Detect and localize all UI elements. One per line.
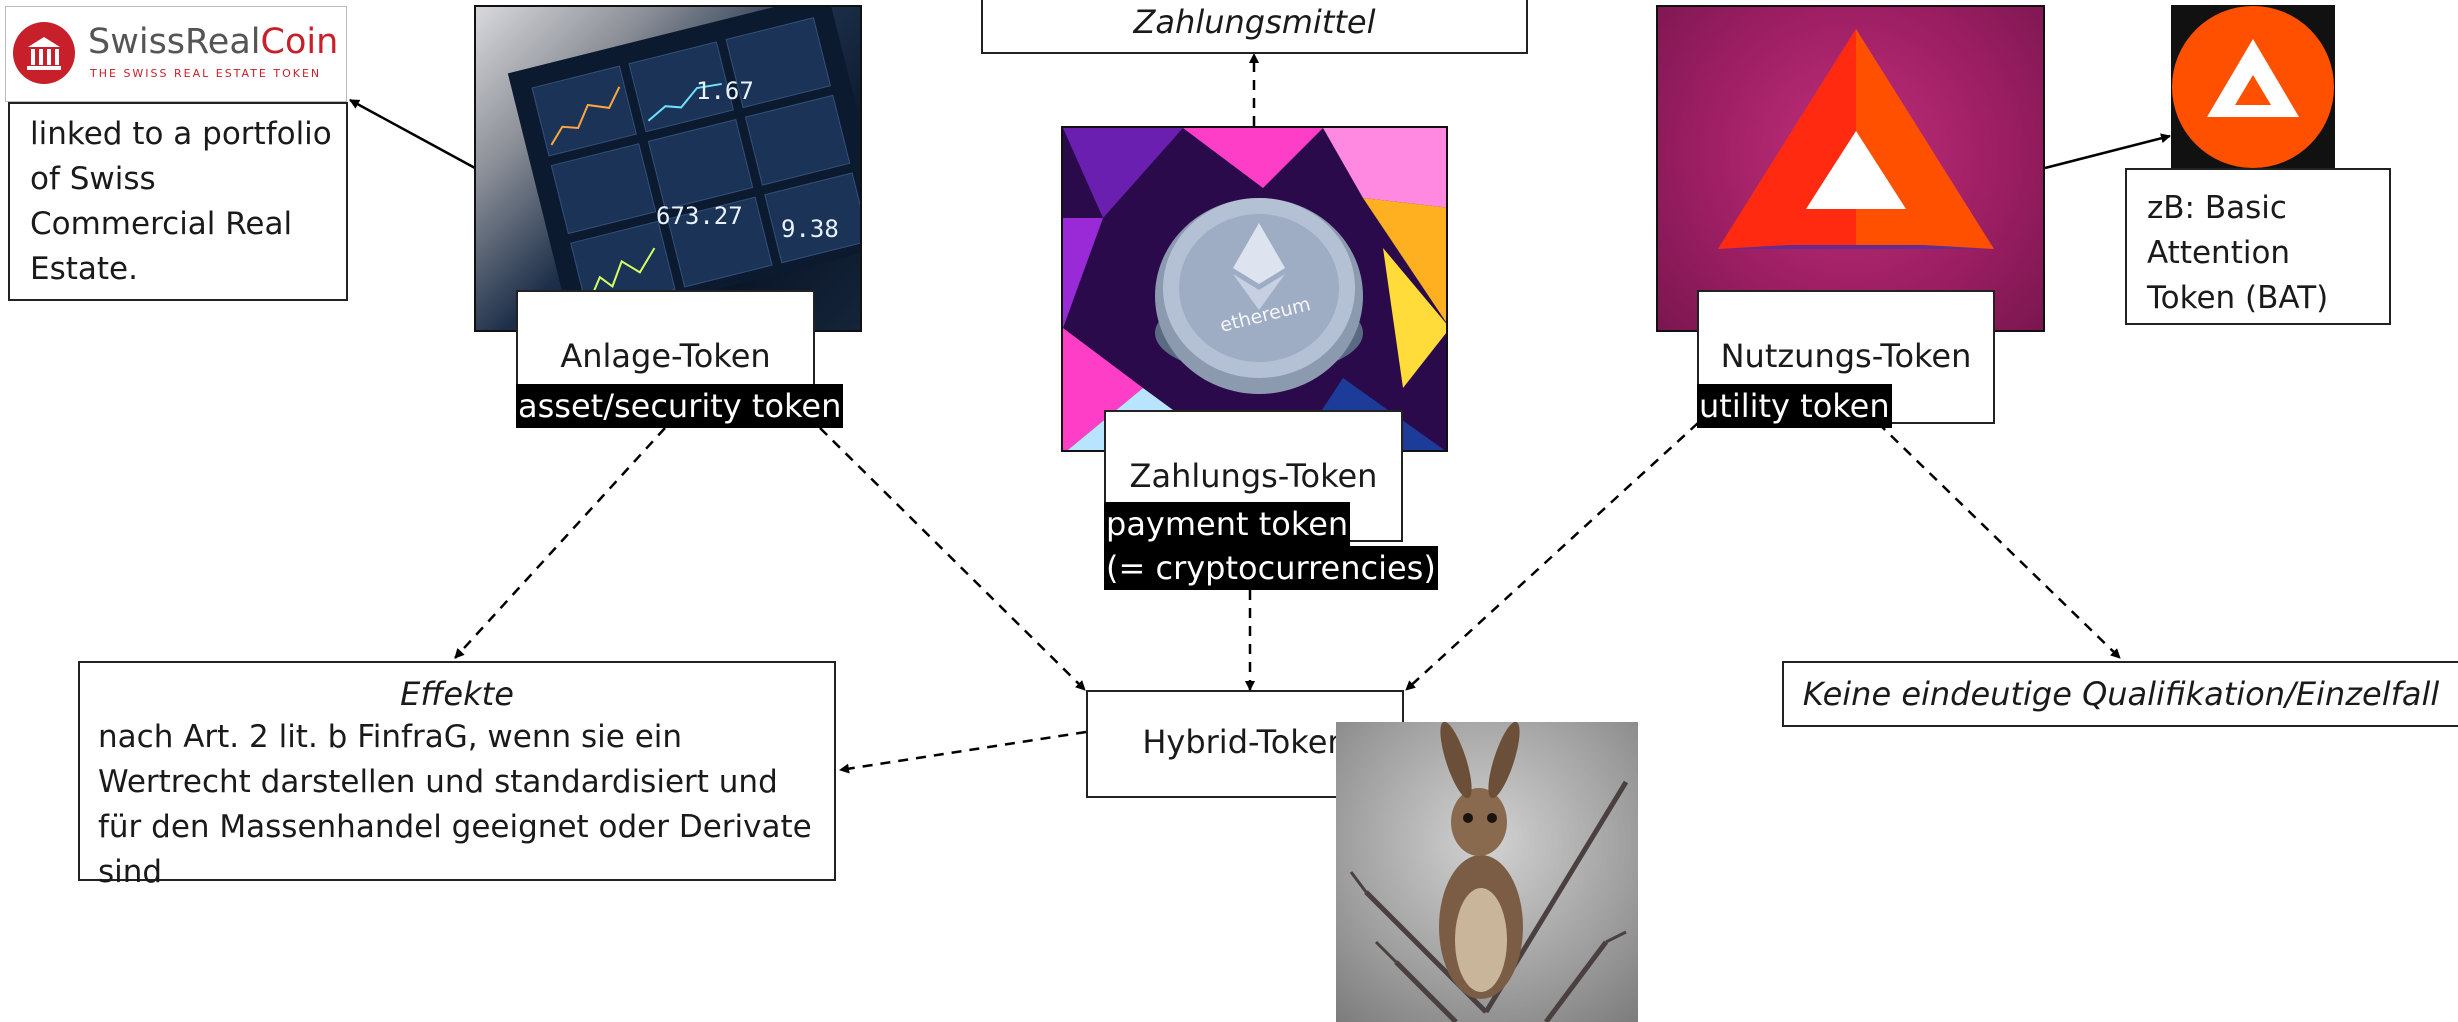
swiss-note-text: linked to a portfolio of Swiss Commercia… — [30, 116, 332, 287]
bat-note-text: zB: Basic Attention Token (BAT) — [2147, 190, 2329, 316]
screen-value-2: 673.27 — [656, 202, 743, 230]
swissrealcoin-logo: SwissRealCoin THE SWISS REAL ESTATE TOKE… — [5, 6, 347, 102]
stock-screen-image: 1.67 673.27 9.38 — [474, 5, 862, 332]
arrow-utility-to-hybrid — [1405, 422, 1699, 691]
payment-token-title: Zahlungs-Token — [1129, 457, 1378, 495]
arrow-asset-to-hybrid — [819, 427, 1086, 691]
keine-qualifikation-box: Keine eindeutige Qualifikation/Einzelfal… — [1782, 661, 2458, 727]
bat-note-box: zB: Basic Attention Token (BAT) — [2125, 168, 2391, 325]
effekte-box: Effekte nach Art. 2 lit. b FinfraG, wenn… — [78, 661, 836, 890]
logo-name-b: Coin — [260, 22, 339, 62]
arrow-utility-to-keine — [1877, 422, 2121, 659]
bat-logo-image — [1656, 5, 2045, 332]
ethereum-coin-image: ethereum — [1061, 126, 1448, 452]
hare-photo — [1336, 722, 1638, 1022]
payment-token-subtitle-2: (= cryptocurrencies) — [1104, 546, 1438, 590]
logo-wordmark: SwissRealCoin — [88, 21, 338, 63]
utility-token-title: Nutzungs-Token — [1720, 337, 1972, 375]
asset-token-subtitle: asset/security token — [516, 384, 844, 428]
asset-token-title: Anlage-Token — [560, 337, 771, 375]
zahlungsmittel-label: Zahlungsmittel — [1133, 3, 1376, 41]
arrow-asset-to-effekte — [454, 427, 666, 659]
hybrid-token-label: Hybrid-Token — [1142, 723, 1348, 761]
arrow-hybrid-to-effekte — [839, 730, 1087, 774]
keine-qualifikation-label: Keine eindeutige Qualifikation/Einzelfal… — [1802, 675, 2440, 713]
bat-icon — [2172, 6, 2334, 168]
utility-token-subtitle: utility token — [1697, 384, 1892, 428]
bat-triangle-icon — [1718, 29, 1994, 249]
bank-icon — [13, 22, 75, 84]
arrow-asset-to-swiss — [349, 98, 476, 170]
payment-token-subtitle-1: payment token — [1104, 502, 1351, 546]
bat-icon-image — [2171, 5, 2335, 169]
zahlungsmittel-box: Zahlungsmittel — [981, 0, 1528, 54]
arrow-utility-to-bat — [2044, 133, 2171, 170]
screen-value-1: 1.67 — [696, 77, 754, 105]
logo-tagline: THE SWISS REAL ESTATE TOKEN — [90, 67, 322, 80]
effekte-body: nach Art. 2 lit. b FinfraG, wenn sie ein… — [98, 719, 812, 890]
effekte-title: Effekte — [400, 675, 514, 713]
logo-name-a: SwissReal — [88, 22, 261, 62]
screen-value-3: 9.38 — [781, 215, 839, 243]
swiss-note-box: linked to a portfolio of Swiss Commercia… — [8, 102, 348, 301]
